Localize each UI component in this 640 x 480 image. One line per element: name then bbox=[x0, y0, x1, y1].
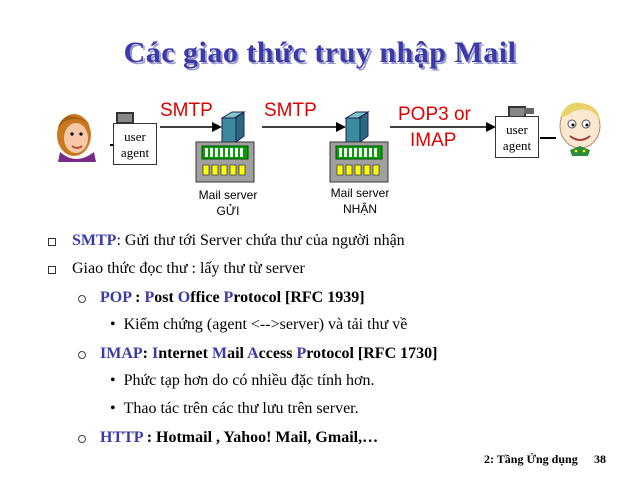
imap-letter-i: I bbox=[151, 345, 159, 362]
server-2-label-line2: NHẬN bbox=[342, 202, 377, 216]
bullet-http: HTTP : Hotmail , Yahoo! Mail, Gmail,… bbox=[78, 427, 618, 449]
square-bullet-icon bbox=[48, 266, 56, 274]
imap-letter-a: A bbox=[247, 345, 259, 362]
imap-letter-p: P bbox=[296, 345, 307, 362]
bullet-imap: IMAP: Internet Mail Access Protocol [RFC… bbox=[78, 343, 628, 365]
server-1-label-line1: Mail server bbox=[198, 188, 258, 202]
smtp-label-2: SMTP bbox=[264, 100, 317, 121]
mail-server-1-icon bbox=[195, 111, 255, 183]
left-person-icon bbox=[57, 114, 96, 162]
server-1-label: Mail server GỬI bbox=[180, 187, 276, 219]
imap-detail-1-text: Phức tạp hơn do có nhiều đặc tính hơn. bbox=[123, 372, 375, 389]
pop-detail-text: Kiểm chứng (agent <-->server) và tải thư… bbox=[123, 316, 408, 333]
right-ua-computer-icon bbox=[508, 106, 556, 139]
ua-right-line2: agent bbox=[502, 138, 532, 153]
imap-ccess: ccess bbox=[258, 345, 297, 362]
footer-page-number: 38 bbox=[594, 452, 606, 466]
bullet-read-protocol: Giao thức đọc thư : lấy thư từ server bbox=[48, 257, 628, 281]
server-2-label: Mail server NHẬN bbox=[312, 185, 408, 217]
dot-bullet: • bbox=[110, 372, 124, 389]
server-2-label-line1: Mail server bbox=[330, 186, 390, 200]
right-person-icon bbox=[559, 102, 601, 156]
pop-letter-p: P bbox=[144, 289, 155, 306]
imap-nternet: nternet bbox=[158, 345, 212, 362]
arrow-smtp-2 bbox=[262, 122, 346, 132]
mail-server-2-icon bbox=[329, 111, 389, 183]
arrow-smtp-1 bbox=[160, 122, 222, 132]
imap-label: IMAP bbox=[410, 130, 457, 151]
slide-title: Các giao thức truy nhập Mail bbox=[123, 36, 517, 69]
ua-right-line1: user bbox=[506, 122, 528, 137]
footer-chapter: 2: Tầng Ứng dụng bbox=[484, 452, 578, 466]
imap-ail: ail bbox=[227, 345, 248, 362]
imap-rotocol: rotocol [RFC 1730] bbox=[306, 345, 438, 362]
http-term: HTTP bbox=[100, 429, 143, 446]
smtp-term: SMTP bbox=[72, 232, 117, 249]
pop-letter-o: O bbox=[177, 289, 191, 306]
diagram-graphics bbox=[57, 102, 601, 183]
ua-left-line2: agent bbox=[120, 145, 150, 160]
mail-flow-diagram: SMTP SMTP POP3 or IMAP user agent user a… bbox=[0, 0, 640, 230]
http-text: : Hotmail , Yahoo! Mail, Gmail,… bbox=[142, 429, 379, 446]
smtp-label-1: SMTP bbox=[160, 100, 213, 121]
pop-term: POP bbox=[100, 289, 132, 306]
pop3-or-label: POP3 or bbox=[398, 104, 471, 125]
circle-bullet-icon bbox=[78, 295, 86, 303]
bullet-pop: POP : Post Office Protocol [RFC 1939] bbox=[78, 287, 618, 309]
pop-rotocol: rotocol [RFC 1939] bbox=[233, 289, 365, 306]
imap-sep: : bbox=[142, 345, 152, 362]
bullet-smtp: SMTP: Gửi thư tới Server chứa thư của ng… bbox=[48, 229, 628, 253]
smtp-description: : Gửi thư tới Server chứa thư của người … bbox=[116, 232, 405, 249]
pop-sep: : bbox=[131, 289, 145, 306]
bullet-imap-detail-2: • Thao tác trên các thư lưu trên server. bbox=[110, 398, 610, 420]
server-1-label-line2: GỬI bbox=[216, 204, 240, 218]
user-agent-left: user agent bbox=[113, 123, 157, 165]
pop-ost: ost bbox=[154, 289, 178, 306]
read-protocol-text: Giao thức đọc thư : lấy thư từ server bbox=[72, 260, 305, 277]
bullet-pop-detail: • Kiểm chứng (agent <-->server) và tải t… bbox=[110, 314, 610, 336]
dot-bullet: • bbox=[110, 316, 124, 333]
circle-bullet-icon bbox=[78, 435, 86, 443]
ua-left-line1: user bbox=[124, 129, 146, 144]
imap-detail-2-text: Thao tác trên các thư lưu trên server. bbox=[123, 400, 359, 417]
circle-bullet-icon bbox=[78, 351, 86, 359]
square-bullet-icon bbox=[48, 238, 56, 246]
arrow-pop-imap bbox=[390, 122, 496, 132]
imap-term: IMAP bbox=[100, 345, 143, 362]
user-agent-right: user agent bbox=[495, 116, 539, 158]
dot-bullet: • bbox=[110, 400, 124, 417]
bullet-imap-detail-1: • Phức tạp hơn do có nhiều đặc tính hơn. bbox=[110, 370, 610, 392]
pop-letter-p2: P bbox=[223, 289, 234, 306]
pop-ffice: ffice bbox=[190, 289, 224, 306]
imap-letter-m: M bbox=[211, 345, 228, 362]
